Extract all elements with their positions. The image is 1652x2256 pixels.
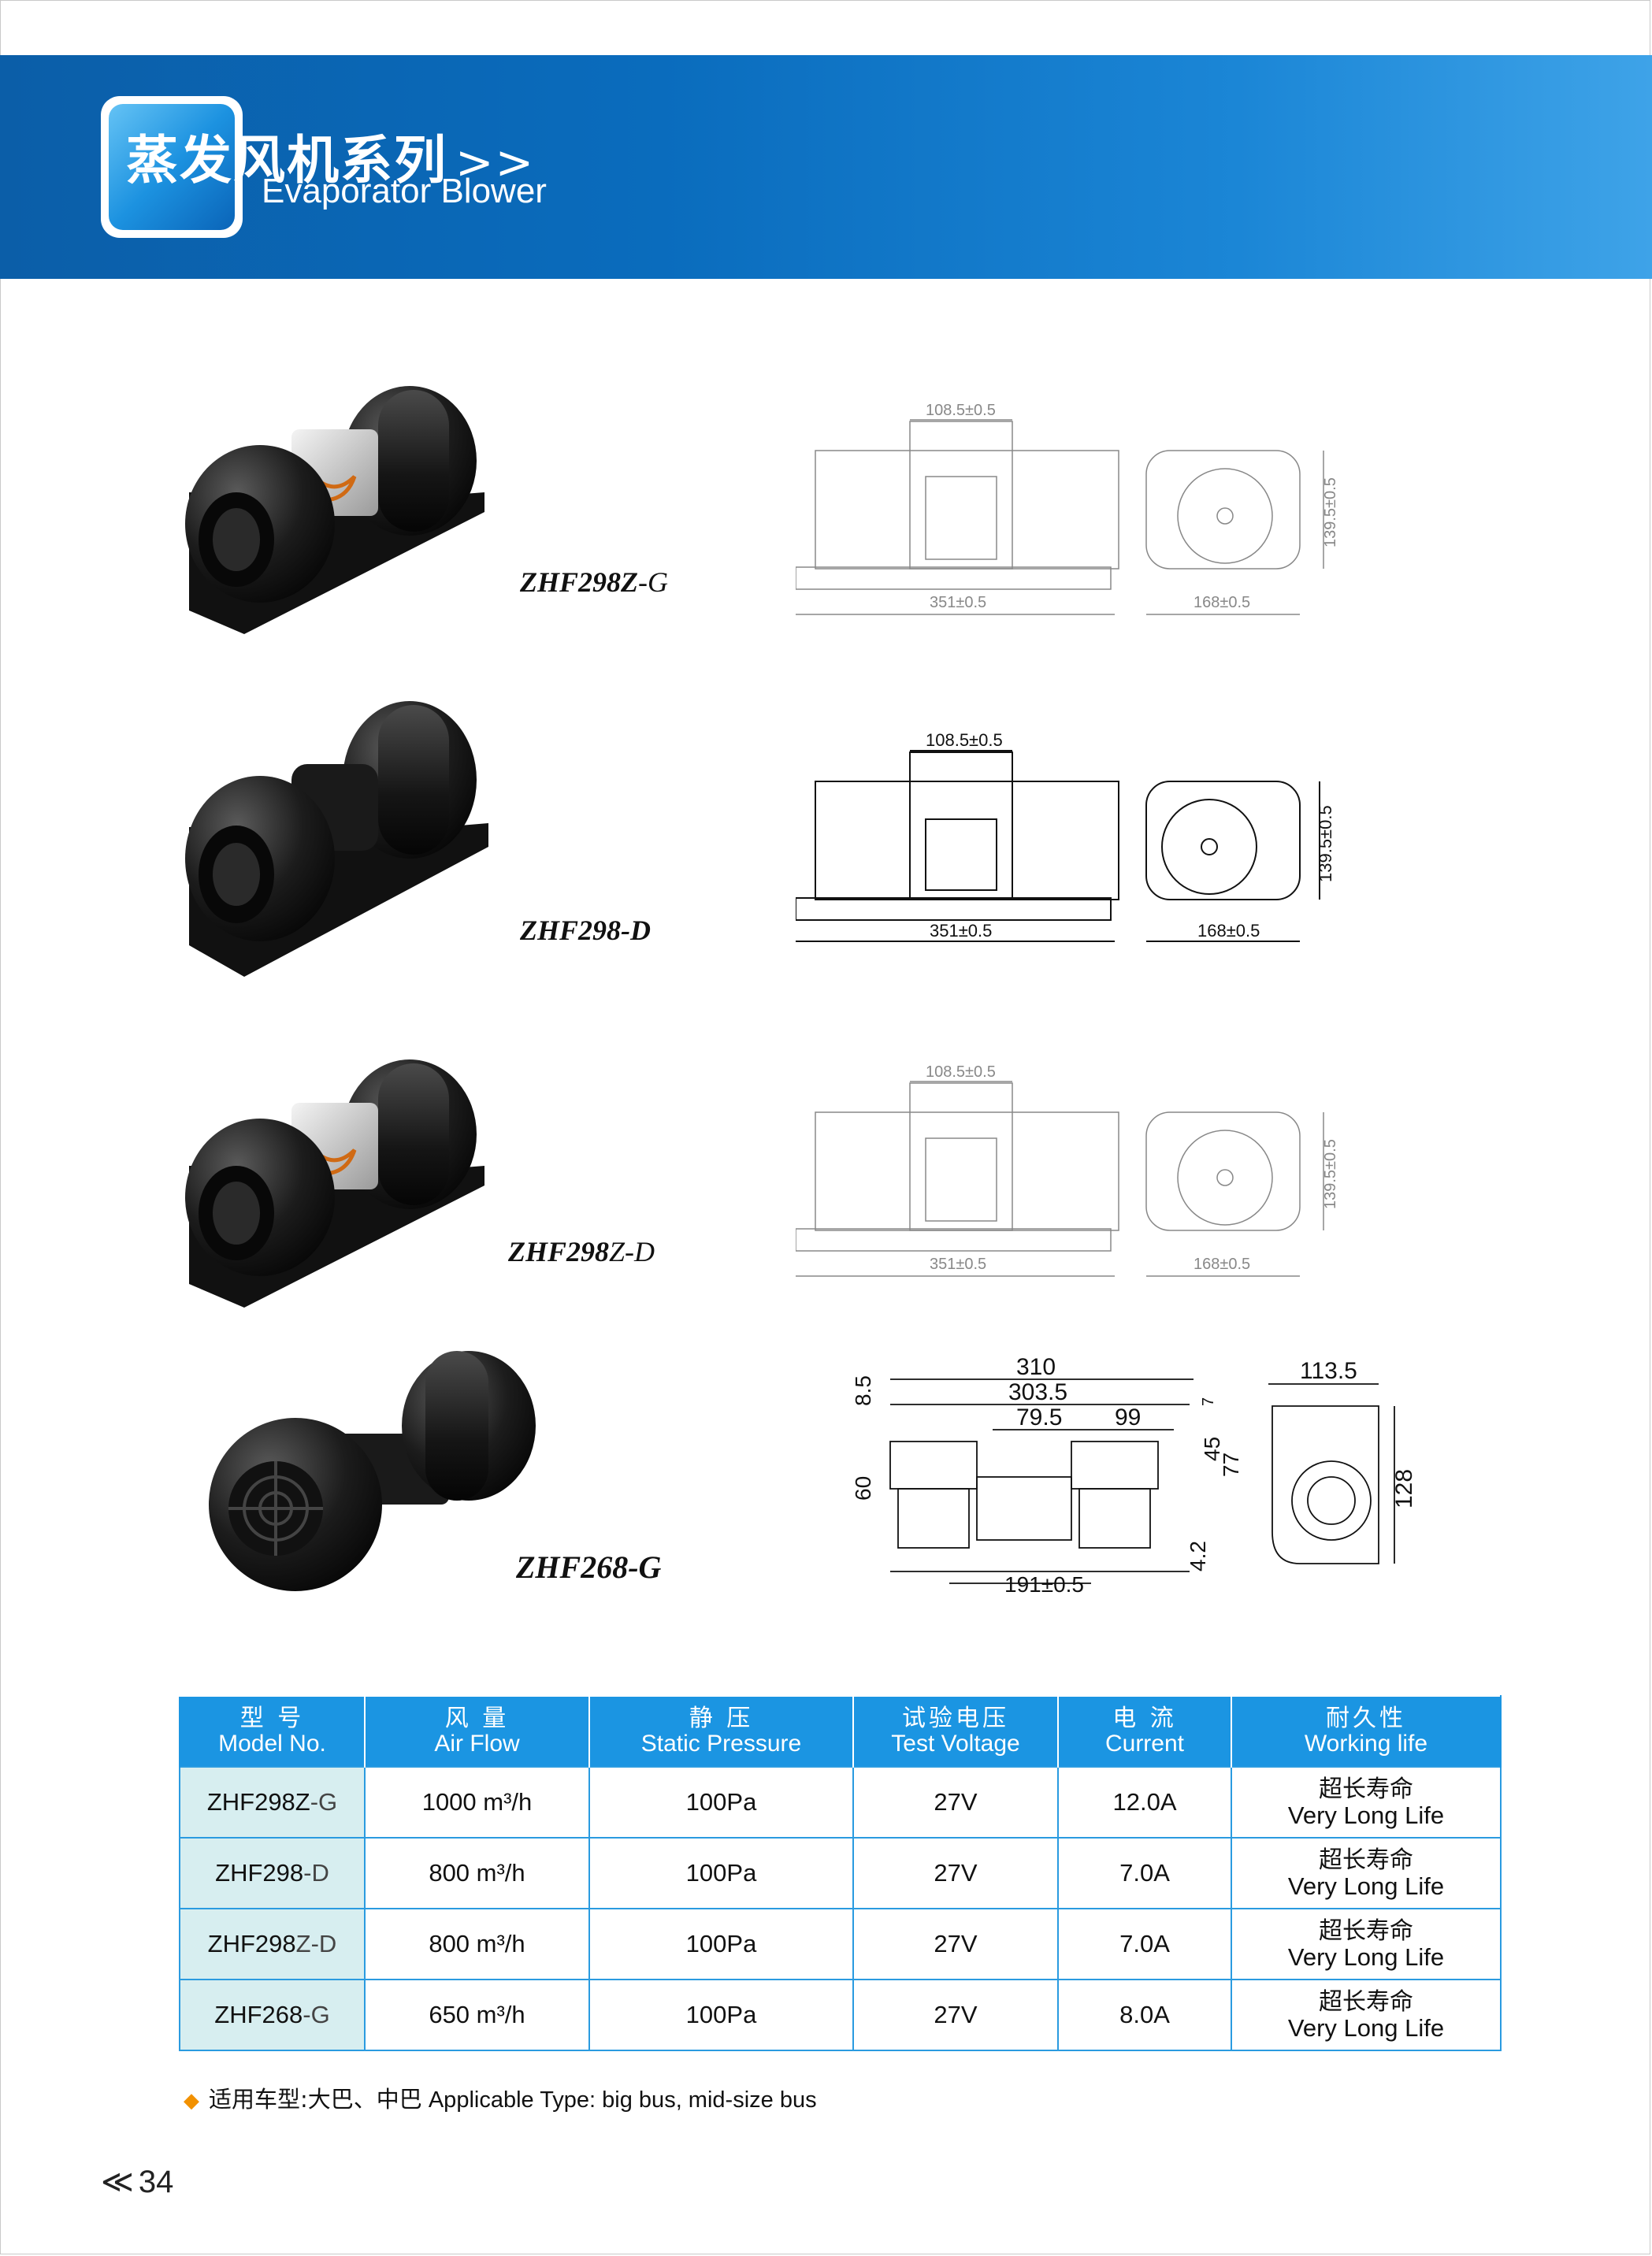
series-logo-icon xyxy=(101,96,243,238)
twin-blower-open-motor-photo xyxy=(185,1059,484,1308)
title-arrow: >> xyxy=(455,135,536,189)
svg-text:8.5: 8.5 xyxy=(851,1375,875,1406)
svg-text:108.5±0.5: 108.5±0.5 xyxy=(926,1063,996,1081)
static-pressure-cell: 100Pa xyxy=(588,1908,854,1980)
voltage-cell: 27V xyxy=(852,1837,1059,1909)
svg-text:139.5±0.5: 139.5±0.5 xyxy=(1322,1139,1339,1209)
svg-text:60: 60 xyxy=(851,1476,875,1501)
dimension-drawing: 310 303.5 79.5 99 8.5 60 191±0.5 7 45 77… xyxy=(851,1354,1417,1597)
svg-text:351±0.5: 351±0.5 xyxy=(930,1256,986,1273)
model-cell: ZHF268-G xyxy=(179,1979,366,2051)
series-title-cn: 蒸发风机系列>> xyxy=(126,130,536,191)
svg-text:139.5±0.5: 139.5±0.5 xyxy=(1316,805,1335,882)
voltage-cell: 27V xyxy=(852,1766,1059,1839)
static-pressure-cell: 100Pa xyxy=(588,1979,854,2051)
current-cell: 7.0A xyxy=(1057,1837,1232,1909)
model-cell: ZHF298Z-G xyxy=(179,1766,366,1839)
svg-text:351±0.5: 351±0.5 xyxy=(930,594,986,611)
current-cell: 12.0A xyxy=(1057,1766,1232,1839)
dimension-drawing: 108.5±0.5 351±0.5 168±0.5 139.5±0.5 xyxy=(796,402,1339,615)
svg-text:108.5±0.5: 108.5±0.5 xyxy=(926,402,996,419)
model-caption: ZHF298Z-G xyxy=(520,566,668,598)
dimension-drawing: 108.5±0.5 351±0.5 168±0.5 139.5±0.5 xyxy=(796,730,1335,942)
model-caption: ZHF298Z-D xyxy=(508,1236,655,1267)
air-flow-cell: 800 m³/h xyxy=(364,1837,590,1909)
model-cell: ZHF298-D xyxy=(179,1837,366,1909)
svg-text:139.5±0.5: 139.5±0.5 xyxy=(1322,477,1339,547)
svg-text:7: 7 xyxy=(1200,1397,1217,1406)
air-flow-cell: 1000 m³/h xyxy=(364,1766,590,1839)
model-cell: ZHF298Z-D xyxy=(179,1908,366,1980)
applicable-type-note: ◆适用车型:大巴、中巴 Applicable Type: big bus, mi… xyxy=(184,2086,817,2113)
svg-text:351±0.5: 351±0.5 xyxy=(930,921,992,941)
svg-text:108.5±0.5: 108.5±0.5 xyxy=(926,730,1003,750)
static-pressure-cell: 100Pa xyxy=(588,1766,854,1839)
svg-text:191±0.5: 191±0.5 xyxy=(1004,1572,1084,1597)
current-cell: 7.0A xyxy=(1057,1908,1232,1980)
current-cell: 8.0A xyxy=(1057,1979,1232,2051)
voltage-cell: 27V xyxy=(852,1979,1059,2051)
svg-text:168±0.5: 168±0.5 xyxy=(1197,921,1260,941)
double-chevron-left-icon: ≪ xyxy=(101,2164,134,2200)
page-number: ≪34 xyxy=(101,2164,174,2200)
air-flow-cell: 650 m³/h xyxy=(364,1979,590,2051)
svg-text:168±0.5: 168±0.5 xyxy=(1194,594,1250,611)
svg-text:79.5: 79.5 xyxy=(1016,1404,1062,1430)
svg-text:4.2: 4.2 xyxy=(1186,1541,1210,1571)
svg-text:168±0.5: 168±0.5 xyxy=(1194,1256,1250,1273)
static-pressure-cell: 100Pa xyxy=(588,1837,854,1909)
air-flow-cell: 800 m³/h xyxy=(364,1908,590,1980)
header-banner xyxy=(0,55,1652,279)
svg-text:310: 310 xyxy=(1016,1354,1056,1380)
svg-text:99: 99 xyxy=(1115,1404,1141,1430)
voltage-cell: 27V xyxy=(852,1908,1059,1980)
model-caption: ZHF298-D xyxy=(520,915,652,946)
dimension-drawing: 108.5±0.5 351±0.5 168±0.5 139.5±0.5 xyxy=(796,1063,1339,1277)
twin-blower-open-motor-photo xyxy=(185,386,484,634)
svg-text:45: 45 xyxy=(1200,1437,1224,1461)
series-title-en: Evaporator Blower xyxy=(262,172,547,210)
model-caption: ZHF268-G xyxy=(516,1549,662,1585)
twin-blower-shaft-photo xyxy=(209,1351,536,1591)
svg-text:128: 128 xyxy=(1391,1469,1417,1508)
svg-text:113.5: 113.5 xyxy=(1300,1358,1357,1384)
bullet-diamond-icon: ◆ xyxy=(184,2088,199,2112)
twin-blower-enclosed-motor-photo xyxy=(185,701,488,977)
svg-text:303.5: 303.5 xyxy=(1008,1379,1067,1405)
svg-text:77: 77 xyxy=(1219,1453,1243,1477)
table-row: ZHF298Z-G 1000 m³/h 100Pa 27V 12.0A 超长寿命… xyxy=(179,1766,1502,1839)
